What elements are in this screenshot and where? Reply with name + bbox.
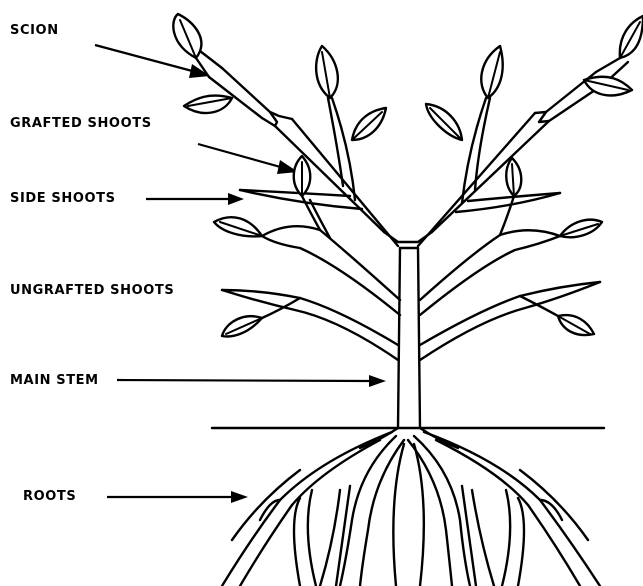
leaves (173, 14, 643, 336)
leaf (506, 158, 521, 196)
leaf (352, 108, 386, 140)
arrow-grafted-shoots (198, 144, 298, 174)
leaf (620, 16, 643, 58)
leaf (184, 96, 232, 113)
roots (222, 428, 600, 586)
leaf (426, 104, 462, 140)
leaf (558, 315, 594, 335)
leaf (316, 46, 338, 98)
pointer-arrows (95, 45, 386, 503)
main-stem (384, 232, 432, 428)
leaf (173, 14, 201, 58)
arrow-main-stem (117, 375, 386, 387)
arrow-roots (107, 491, 248, 503)
leaf (222, 316, 262, 336)
leaf (294, 156, 311, 196)
leaf (560, 220, 602, 238)
leaf (214, 217, 262, 236)
ungrafted-shoots (222, 196, 600, 360)
arrow-side-shoots (146, 193, 244, 205)
upright-shoots (328, 98, 490, 203)
leaf (481, 46, 502, 98)
